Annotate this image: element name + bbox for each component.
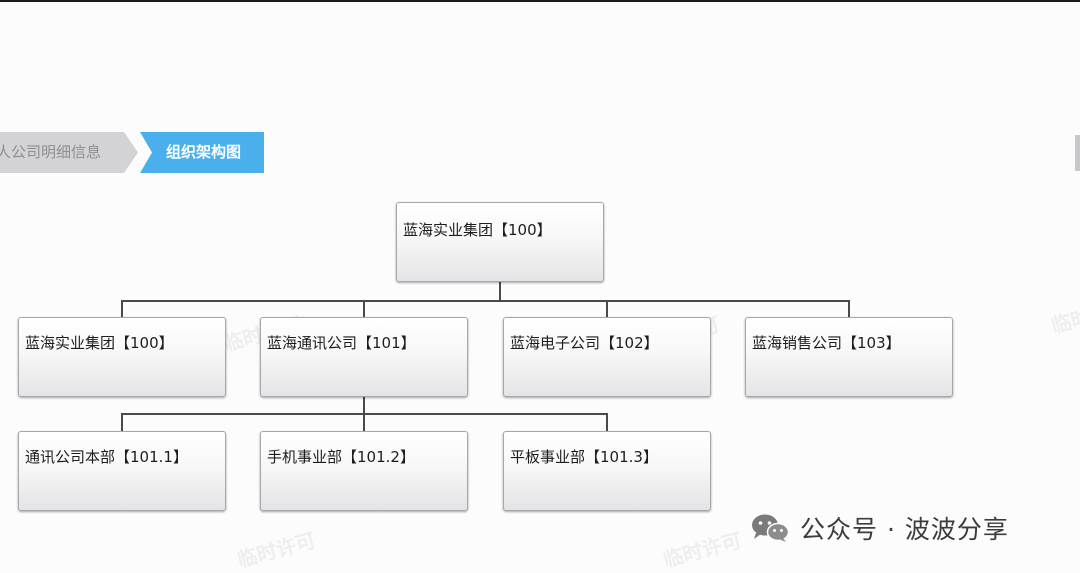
breadcrumb-step-label: 组织架构图 (166, 143, 242, 161)
watermark: 临时许可 (660, 528, 745, 572)
side-panel-handle[interactable] (1075, 135, 1080, 171)
org-node-label: 蓝海实业集团【100】 (25, 334, 174, 352)
breadcrumb-step-company-detail[interactable]: 人公司明细信息 (0, 132, 138, 173)
org-node-group[interactable]: 蓝海实业集团【100】 (18, 317, 226, 397)
org-node-label: 手机事业部【101.2】 (267, 448, 415, 466)
connector-line (606, 300, 608, 317)
org-node-telecom[interactable]: 蓝海通讯公司【101】 (260, 317, 468, 397)
connector-line (121, 300, 123, 317)
wechat-account-mark: 公众号 · 波波分享 (750, 510, 1009, 546)
org-node-label: 蓝海销售公司【103】 (752, 334, 901, 352)
breadcrumb-step-org-chart[interactable]: 组织架构图 (140, 132, 264, 173)
watermark: 临时许可 (234, 528, 319, 572)
breadcrumb-step-label: 人公司明细信息 (0, 143, 102, 161)
connector-line (363, 413, 365, 431)
org-node-label: 蓝海实业集团【100】 (403, 221, 552, 239)
watermark: 临时许可 (1048, 294, 1080, 338)
org-node-label: 蓝海通讯公司【101】 (267, 334, 416, 352)
org-node-telecom-hq[interactable]: 通讯公司本部【101.1】 (18, 431, 226, 511)
org-node-tablet-division[interactable]: 平板事业部【101.3】 (503, 431, 711, 511)
connector-line (848, 300, 850, 317)
connector-line (499, 282, 501, 301)
org-node-label: 平板事业部【101.3】 (510, 448, 658, 466)
org-node-mobile-division[interactable]: 手机事业部【101.2】 (260, 431, 468, 511)
connector-line (363, 300, 365, 317)
org-node-label: 通讯公司本部【101.1】 (25, 448, 188, 466)
connector-line (363, 396, 365, 414)
org-node-electronics[interactable]: 蓝海电子公司【102】 (503, 317, 711, 397)
breadcrumb: 人公司明细信息 组织架构图 (0, 132, 270, 173)
org-node-label: 蓝海电子公司【102】 (510, 334, 659, 352)
org-node-root[interactable]: 蓝海实业集团【100】 (396, 202, 604, 282)
org-node-sales[interactable]: 蓝海销售公司【103】 (745, 317, 953, 397)
connector-line (121, 300, 850, 302)
connector-line (121, 413, 123, 431)
wechat-icon (752, 514, 790, 542)
connector-line (606, 413, 608, 431)
window-top-border (0, 0, 1080, 2)
wechat-account-name: 公众号 · 波波分享 (800, 515, 1009, 544)
